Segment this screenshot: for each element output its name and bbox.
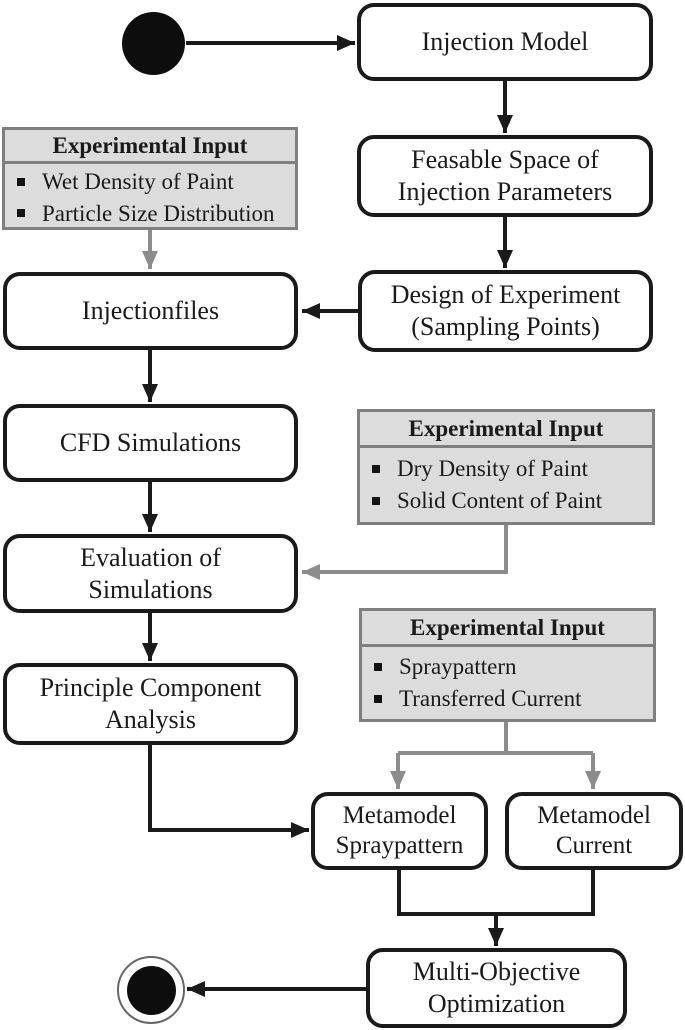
node-label: Multi-Objective Optimization xyxy=(412,957,581,1018)
panel-body: Wet Density of Paint Particle Size Distr… xyxy=(5,164,295,231)
panel-experimental-input-2: Experimental Input Dry Density of Paint … xyxy=(357,409,655,525)
panel-title: Experimental Input xyxy=(362,611,653,647)
panel-item: Wet Density of Paint xyxy=(17,168,289,196)
arrow-pca-to-metamodel-spraypattern xyxy=(148,745,309,838)
panel-item: Particle Size Distribution xyxy=(17,200,289,228)
panel-item: Spraypattern xyxy=(374,653,647,681)
connector-metamodels-join xyxy=(397,870,595,916)
node-label: CFD Simulations xyxy=(59,428,242,458)
bullet-square-icon xyxy=(372,496,380,505)
node-label: Principle Component Analysis xyxy=(39,673,262,734)
bullet-square-icon xyxy=(374,663,382,672)
end-state-icon xyxy=(117,956,185,1024)
node-label: Feasable Space of Injection Parameters xyxy=(397,145,613,206)
panel-experimental-input-3: Experimental Input Spraypattern Transfer… xyxy=(359,608,656,722)
panel-body: Dry Density of Paint Solid Content of Pa… xyxy=(360,448,652,522)
panel-item-label: Particle Size Distribution xyxy=(42,200,275,226)
node-feasable-space: Feasable Space of Injection Parameters xyxy=(357,135,653,217)
panel-item-label: Transferred Current xyxy=(399,686,582,711)
node-evaluation-of-simulations: Evaluation of Simulations xyxy=(3,534,298,613)
connector-input3-split xyxy=(398,722,593,755)
node-label: Metamodel Current xyxy=(537,801,651,860)
bullet-square-icon xyxy=(17,209,25,218)
panel-item: Solid Content of Paint xyxy=(372,487,646,515)
panel-item-label: Dry Density of Paint xyxy=(397,456,589,482)
end-state-inner-dot xyxy=(126,965,176,1015)
bullet-square-icon xyxy=(374,694,382,703)
panel-item: Transferred Current xyxy=(374,685,647,713)
node-label: Injectionfiles xyxy=(81,296,220,326)
node-cfd-simulations: CFD Simulations xyxy=(3,404,298,482)
panel-title: Experimental Input xyxy=(5,130,295,164)
panel-item-label: Wet Density of Paint xyxy=(42,169,234,194)
node-label: Metamodel Spraypattern xyxy=(335,801,464,860)
node-label: Injection Model xyxy=(421,27,589,57)
bullet-square-icon xyxy=(17,177,25,186)
panel-title: Experimental Input xyxy=(360,412,652,448)
panel-item-label: Spraypattern xyxy=(399,654,517,680)
panel-item: Dry Density of Paint xyxy=(372,455,646,483)
node-injection-model: Injection Model xyxy=(357,3,653,81)
panel-experimental-input-1: Experimental Input Wet Density of Paint … xyxy=(2,127,298,230)
panel-body: Spraypattern Transferred Current xyxy=(362,647,653,719)
panel-item-label: Solid Content of Paint xyxy=(397,488,603,513)
node-label: Evaluation of Simulations xyxy=(80,542,221,604)
node-principle-component-analysis: Principle Component Analysis xyxy=(3,663,298,745)
bullet-square-icon xyxy=(372,465,380,474)
node-multi-objective-optimization: Multi-Objective Optimization xyxy=(366,948,627,1028)
arrow-input2-to-evaluation xyxy=(302,525,508,580)
node-metamodel-current: Metamodel Current xyxy=(505,792,683,870)
node-design-of-experiment: Design of Experiment (Sampling Points) xyxy=(358,270,653,352)
node-injectionfiles: Injectionfiles xyxy=(3,272,298,350)
node-label: Design of Experiment (Sampling Points) xyxy=(390,280,621,341)
node-metamodel-spraypattern: Metamodel Spraypattern xyxy=(311,792,488,870)
start-state-icon xyxy=(122,12,185,75)
